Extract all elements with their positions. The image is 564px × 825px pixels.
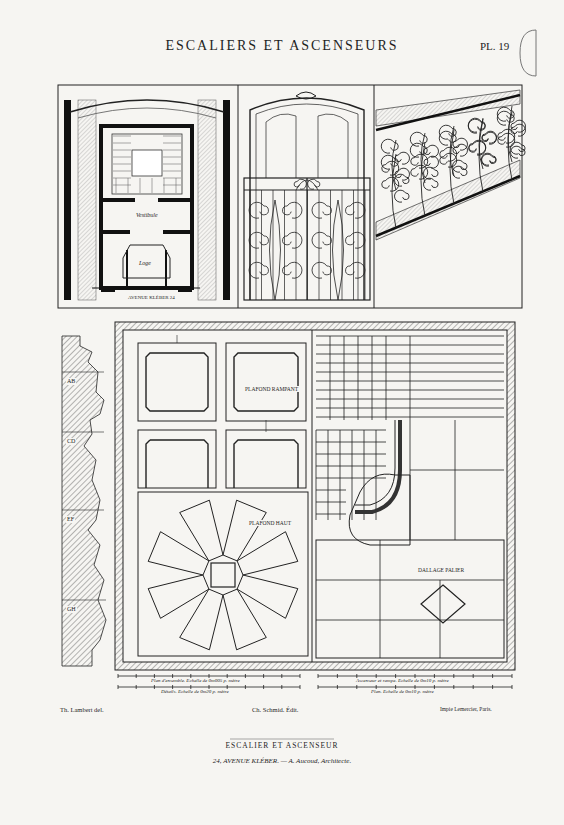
caption-subline: 24, AVENUE KLÉBER. — A. Aucoud, Architec…: [213, 758, 351, 766]
stair-plan: [316, 336, 504, 658]
room-label: Vestibule: [136, 212, 158, 219]
ground-plan: [64, 100, 230, 300]
scale-label: Détails. Echelle de 0m20 p. mètre: [160, 689, 230, 695]
scale-label: Plan d'ensemble. Echelle de 0m005 p. mèt…: [150, 678, 241, 684]
publisher-credit: Ch. Schmid. Édit.: [252, 706, 298, 713]
scale-label: Plan. Echelle de 0m10 p. mètre: [370, 689, 435, 695]
stair-railing: [376, 90, 525, 240]
moulding-profiles: [62, 336, 106, 666]
scale-label: Ascenseur et rampe. Echelle de 0m10 p. m…: [355, 678, 450, 684]
ceiling-label: PLAFOND RAMPANT: [244, 386, 299, 392]
ceiling-label: PLAFOND HAUT: [248, 520, 292, 526]
section-mark: EF: [66, 516, 75, 523]
floor-label: DALLAGE PALIER: [417, 567, 465, 573]
section-mark: GH: [66, 606, 77, 613]
ceiling-coffers: [138, 335, 308, 656]
room-label: Loge: [139, 260, 151, 267]
street-label: AVENUE KLÉBER 24: [128, 295, 175, 301]
plate-number: PL. 19: [480, 40, 509, 52]
section-mark: AB: [66, 378, 76, 385]
plate-title: ESCALIERS ET ASCENSEURS: [165, 38, 398, 53]
draughtsman-credit: Th. Lambert del.: [60, 706, 104, 713]
scale-bars: [118, 674, 512, 689]
printer-credit: Impie Lemercier, Paris.: [440, 706, 492, 712]
lift-gate-elevation: [244, 92, 370, 300]
section-mark: CD: [66, 438, 76, 445]
plate-caption: ESCALIER ET ASCENSEUR: [226, 742, 339, 750]
